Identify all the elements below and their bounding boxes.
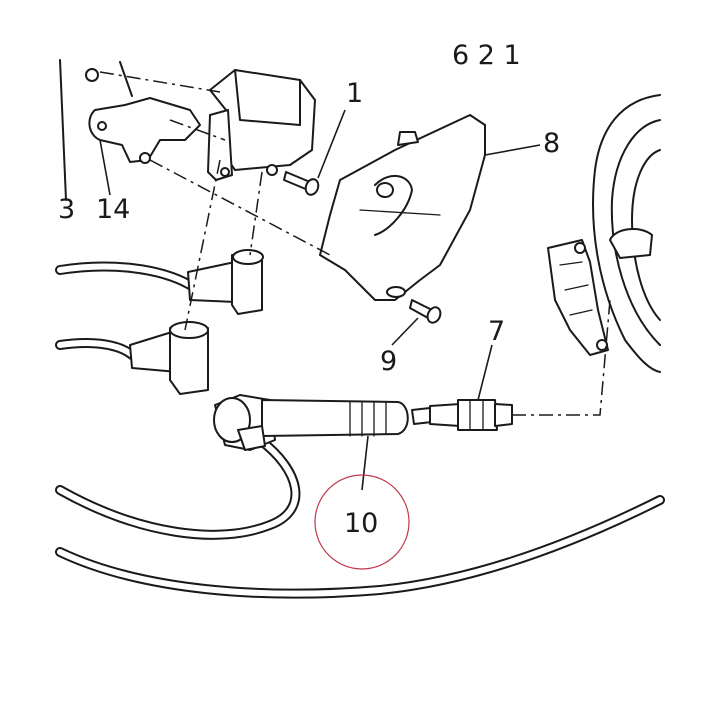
callout-leaders [99,109,541,491]
middle-cable [55,338,137,360]
callout-1: 1 [346,78,363,109]
ignition-coil [207,69,316,181]
lower-cable [55,495,665,599]
plug-cap-lower [129,321,209,395]
callout-7: 7 [488,316,505,347]
highlight-circle [314,474,410,570]
assembly-lines [99,71,611,416]
callout-9: 9 [380,346,397,377]
screw-1 [283,171,320,196]
plug-cap-upper [187,249,264,315]
spark-plug-cap [213,394,409,451]
ht-lead-cable [55,435,301,540]
callout-3: 3 [58,194,75,225]
spark-plug [411,399,513,431]
upper-cable [55,261,195,290]
callout-10: 10 [344,508,378,539]
callout-8: 8 [543,128,560,159]
engine-casing [547,94,661,373]
callout-top-partial: 6 2 1 [452,40,521,71]
ignition-cover [319,114,486,301]
mounting-bracket [59,59,201,201]
screw-9 [409,299,442,324]
callout-14: 14 [96,194,130,225]
